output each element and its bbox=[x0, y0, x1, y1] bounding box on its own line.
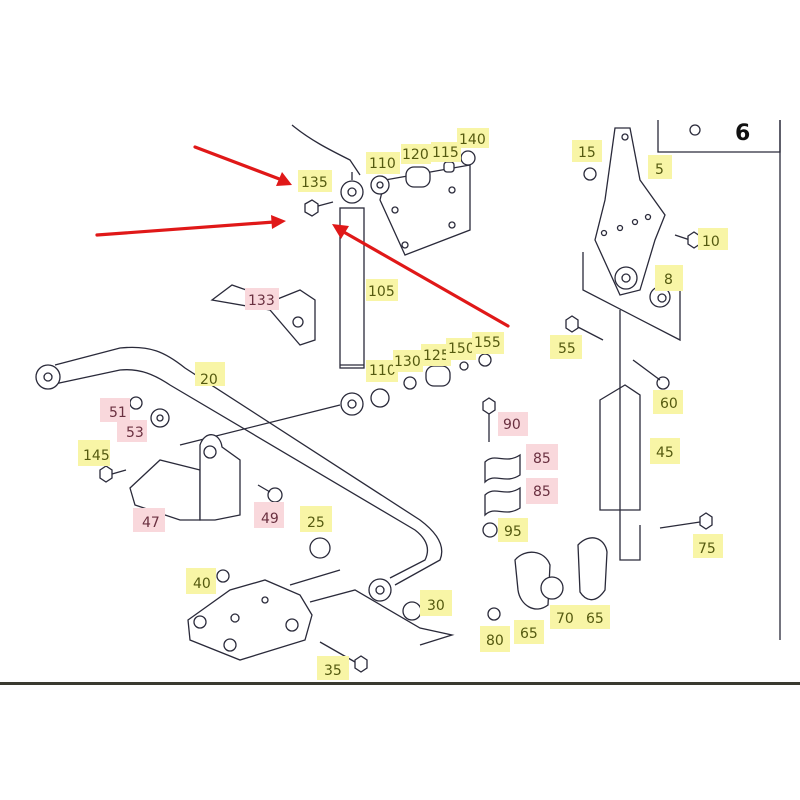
upper-mount-bracket bbox=[291, 124, 471, 256]
svg-text:130: 130 bbox=[394, 354, 421, 370]
svg-text:45: 45 bbox=[656, 445, 674, 461]
label-155: 155 bbox=[472, 332, 504, 354]
red-arrow-2 bbox=[95, 215, 286, 237]
corner-inset-box: 6 bbox=[657, 120, 781, 640]
label-25: 25 bbox=[300, 506, 332, 532]
label-135: 135 bbox=[298, 170, 332, 192]
label-105: 105 bbox=[366, 279, 398, 301]
label-115: 115 bbox=[431, 142, 461, 162]
svg-text:35: 35 bbox=[324, 663, 342, 679]
label-85-lower: 85 bbox=[526, 478, 558, 504]
label-30: 30 bbox=[420, 590, 452, 616]
svg-text:30: 30 bbox=[427, 598, 445, 614]
label-125: 125 bbox=[421, 344, 451, 366]
label-47: 47 bbox=[133, 508, 165, 532]
label-35: 35 bbox=[317, 656, 349, 680]
label-110-lower: 110 bbox=[366, 360, 398, 382]
svg-text:133: 133 bbox=[248, 293, 275, 309]
label-53: 53 bbox=[117, 420, 147, 442]
svg-text:65: 65 bbox=[586, 611, 604, 627]
bushing-25 bbox=[309, 537, 331, 559]
label-20: 20 bbox=[195, 362, 225, 388]
svg-text:140: 140 bbox=[459, 132, 486, 148]
washer-40 bbox=[216, 569, 230, 583]
svg-text:20: 20 bbox=[200, 372, 218, 388]
label-8: 8 bbox=[655, 265, 683, 291]
svg-text:115: 115 bbox=[432, 145, 459, 161]
red-arrow-3 bbox=[332, 224, 510, 328]
svg-text:53: 53 bbox=[126, 425, 144, 441]
svg-text:5: 5 bbox=[655, 162, 664, 178]
svg-text:150: 150 bbox=[448, 341, 475, 357]
label-90: 90 bbox=[498, 412, 528, 436]
svg-text:145: 145 bbox=[83, 448, 110, 464]
part-labels: 135 110 120 115 140 15 5 10 133 105 8 55… bbox=[78, 128, 728, 680]
label-130: 130 bbox=[393, 350, 423, 372]
label-80: 80 bbox=[480, 626, 510, 652]
svg-text:15: 15 bbox=[578, 145, 596, 161]
label-75: 75 bbox=[693, 534, 723, 558]
svg-text:155: 155 bbox=[474, 335, 501, 351]
upper-bushings bbox=[304, 150, 476, 217]
svg-text:110: 110 bbox=[369, 363, 396, 379]
label-85-upper: 85 bbox=[526, 444, 558, 470]
svg-text:40: 40 bbox=[193, 576, 211, 592]
svg-text:90: 90 bbox=[503, 417, 521, 433]
bolt-icon bbox=[304, 199, 334, 217]
clamp-parts bbox=[482, 397, 608, 621]
label-140: 140 bbox=[457, 128, 489, 148]
label-5: 5 bbox=[648, 155, 672, 179]
svg-text:105: 105 bbox=[368, 284, 395, 300]
label-49: 49 bbox=[254, 502, 284, 528]
shock-absorber bbox=[339, 172, 365, 416]
label-70: 70 bbox=[550, 605, 580, 629]
corner-label: 6 bbox=[735, 121, 750, 146]
svg-text:65: 65 bbox=[520, 626, 538, 642]
svg-text:70: 70 bbox=[556, 611, 574, 627]
svg-text:95: 95 bbox=[504, 524, 522, 540]
label-145: 145 bbox=[78, 440, 110, 466]
svg-text:55: 55 bbox=[558, 341, 576, 357]
svg-text:51: 51 bbox=[109, 405, 127, 421]
label-65-left: 65 bbox=[514, 620, 544, 644]
svg-text:135: 135 bbox=[301, 175, 328, 191]
label-10: 10 bbox=[698, 228, 728, 250]
label-65-right: 65 bbox=[580, 605, 610, 629]
bottom-divider bbox=[0, 682, 800, 685]
label-15: 15 bbox=[572, 140, 602, 162]
svg-text:49: 49 bbox=[261, 511, 279, 527]
label-40: 40 bbox=[186, 568, 216, 594]
lower-bushings bbox=[370, 353, 492, 408]
svg-text:8: 8 bbox=[664, 272, 673, 288]
label-55: 55 bbox=[550, 335, 582, 359]
label-110-upper: 110 bbox=[366, 152, 400, 174]
label-60: 60 bbox=[653, 390, 683, 414]
svg-text:10: 10 bbox=[702, 234, 720, 250]
mounting-plate bbox=[187, 579, 368, 673]
svg-text:120: 120 bbox=[402, 147, 429, 163]
label-120: 120 bbox=[401, 144, 431, 164]
svg-text:60: 60 bbox=[660, 396, 678, 412]
svg-text:80: 80 bbox=[486, 633, 504, 649]
right-control-arm bbox=[565, 127, 713, 561]
label-95: 95 bbox=[498, 518, 528, 542]
svg-text:75: 75 bbox=[698, 541, 716, 557]
svg-text:25: 25 bbox=[307, 515, 325, 531]
svg-text:85: 85 bbox=[533, 451, 551, 467]
label-150: 150 bbox=[446, 338, 476, 360]
svg-text:110: 110 bbox=[369, 156, 396, 172]
label-133: 133 bbox=[245, 288, 279, 310]
svg-text:47: 47 bbox=[142, 515, 160, 531]
svg-text:125: 125 bbox=[423, 348, 450, 364]
svg-text:85: 85 bbox=[533, 484, 551, 500]
stabilizer-bar bbox=[35, 346, 443, 602]
label-51: 51 bbox=[100, 398, 130, 422]
bushing-30 bbox=[402, 601, 422, 621]
label-45: 45 bbox=[650, 438, 680, 464]
red-arrow-1 bbox=[193, 145, 292, 186]
mount-47 bbox=[99, 396, 283, 521]
